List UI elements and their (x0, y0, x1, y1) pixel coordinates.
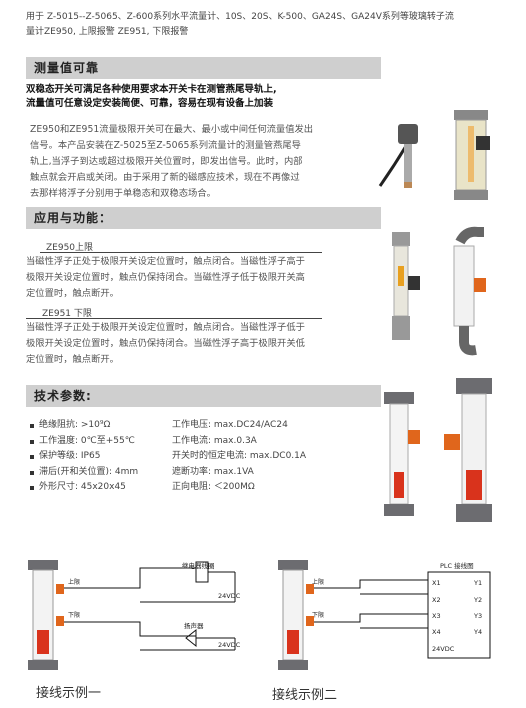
spec-item: 遮断功率: max.1VA (172, 466, 254, 477)
para-line: 触点就会开启或关闭。由于采用了新的磁感应技术，现在不再像过 (30, 172, 300, 183)
voltage-label: 24VDC (218, 592, 241, 600)
section1-paragraph: ZE950和ZE951流量极限开关可在最大、最小或中间任何流量值发出 信号。本产… (30, 122, 330, 202)
product-photo-flowmeters (392, 226, 486, 356)
wiring-diagram-1 (28, 560, 236, 670)
upper-label: 上限 (68, 579, 81, 586)
spec-item: 保护等级: IP65 (30, 449, 138, 465)
section1-bold-text: 双稳态开关可满足各种使用要求本开关卡在测管燕尾导轨上, 流量值可任意设定安装简便… (26, 83, 386, 111)
plc-x2: X2 (432, 596, 441, 604)
spec-item: 工作电流: max.0.3A (172, 435, 257, 446)
ze950-underline (40, 252, 322, 253)
voltage-label: 24VDC (218, 641, 241, 649)
para-line: 轨上,当浮子到达或超过极限开关位置时，即发出信号。此时，内部 (30, 156, 303, 167)
spec-item: 开关时的恒定电流: max.DC0.1A (172, 451, 307, 461)
para-line: 定位置时，触点断开。 (26, 288, 119, 299)
spec-list-left: 绝缘阻抗: >10⁹Ω 工作温度: 0℃至+55℃ 保护等级: IP65 滞后(… (30, 418, 138, 496)
plc-y3: Y3 (474, 612, 483, 620)
plc-y1: Y1 (474, 579, 483, 587)
plc-x1: X1 (432, 579, 441, 587)
para-line: 极限开关设定位置时，触点仍保持闭合。当磁性浮子低于极限开关高 (26, 272, 305, 283)
para-line: 去那样将浮子分别用于单稳态和双稳态场合。 (30, 188, 216, 199)
section-title-specs: 技术参数: (26, 385, 381, 407)
lower-label: 下限 (312, 612, 325, 619)
ze951-paragraph: 当磁性浮子正处于极限开关设定位置时，触点闭合。当磁性浮子低于 极限开关设定位置时… (26, 320, 336, 368)
ze951-label: ZE951 下限 (42, 309, 92, 319)
spec-item: 滞后(开和关位置): 4mm (30, 465, 138, 481)
para-line: 定位置时，触点断开。 (26, 354, 119, 365)
plc-voltage: 24VDC (432, 645, 455, 653)
spec-item: 正向电阻: ＜200MΩ (172, 482, 255, 492)
buzzer-label: 扬声器 (184, 622, 204, 630)
caption-example-1: 接线示例一 (36, 686, 102, 701)
para-line: 当磁性浮子正处于极限开关设定位置时，触点闭合。当磁性浮子高于 (26, 256, 305, 267)
plc-title: PLC 接线图 (440, 562, 474, 570)
plc-x4: X4 (432, 628, 441, 636)
intro-text: 用于 Z-5015--Z-5065、Z-600系列水平流量计、10S、20S、K… (26, 10, 506, 40)
upper-label: 上限 (312, 579, 325, 586)
spec-item: 工作电压: max.DC24/AC24 (172, 420, 288, 430)
para-line: ZE950和ZE951流量极限开关可在最大、最小或中间任何流量值发出 (30, 124, 314, 135)
relay-label: 继电器线圈 (182, 562, 215, 570)
wiring-diagram-2 (278, 560, 491, 670)
lower-label: 下限 (68, 612, 81, 619)
spec-item: 外形尺寸: 45x20x45 (30, 480, 138, 496)
plc-y4: Y4 (474, 628, 483, 636)
section-title-applications: 应用与功能： (26, 207, 381, 229)
plc-x3: X3 (432, 612, 441, 620)
ze950-label: ZE950上限 (46, 243, 94, 253)
ze951-underline (26, 318, 322, 319)
product-photo-red-float (384, 378, 492, 522)
spec-item: 绝缘阻抗: >10⁹Ω (30, 418, 138, 434)
spec-item: 工作温度: 0℃至+55℃ (30, 434, 138, 450)
bold-line-2: 流量值可任意设定安装简便、可靠，容易在现有设备上加装 (26, 98, 274, 109)
para-line: 极限开关设定位置时，触点仍保持闭合。当磁性浮子高于极限开关低 (26, 338, 305, 349)
ze950-paragraph: 当磁性浮子正处于极限开关设定位置时，触点闭合。当磁性浮子高于 极限开关设定位置时… (26, 254, 336, 302)
intro-line-1: 用于 Z-5015--Z-5065、Z-600系列水平流量计、10S、20S、K… (26, 12, 454, 22)
para-line: 信号。本产品安装在Z-5025至Z-5065系列流量计的测量管燕尾导 (30, 140, 301, 151)
plc-y2: Y2 (474, 596, 483, 604)
intro-line-2: 量计ZE950, 上限报警 ZE951, 下限报警 (26, 27, 189, 37)
para-line: 当磁性浮子正处于极限开关设定位置时，触点闭合。当磁性浮子低于 (26, 322, 305, 333)
bold-line-1: 双稳态开关可满足各种使用要求本开关卡在测管燕尾导轨上, (26, 84, 277, 95)
caption-example-2: 接线示例二 (272, 688, 338, 703)
section-title-reliable: 测量值可靠 (26, 57, 381, 79)
spec-list-right: 工作电压: max.DC24/AC24 工作电流: max.0.3A 开关时的恒… (172, 418, 306, 496)
product-photo-switch (378, 110, 490, 200)
